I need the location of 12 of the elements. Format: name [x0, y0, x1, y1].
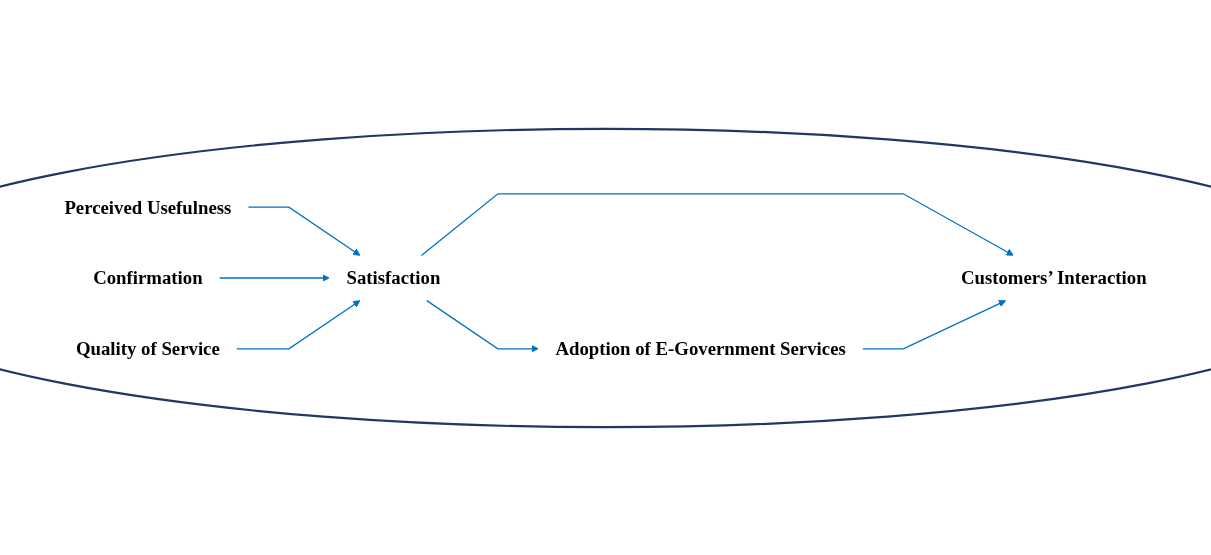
arrow: [862, 299, 1007, 349]
node-text: Adoption of E-Government Services: [555, 337, 846, 359]
arrow: [426, 299, 539, 353]
node-text: Quality of Service: [75, 337, 220, 359]
arrow: [219, 273, 330, 282]
arrow: [420, 192, 1014, 256]
node-text: Confirmation: [93, 266, 203, 289]
node-text: Customers’ Interaction: [960, 266, 1147, 289]
arrow: [236, 299, 361, 349]
arrow: [247, 206, 361, 256]
node-text: Satisfaction: [346, 266, 441, 289]
node-text: Perceived Usefulness: [64, 196, 232, 218]
